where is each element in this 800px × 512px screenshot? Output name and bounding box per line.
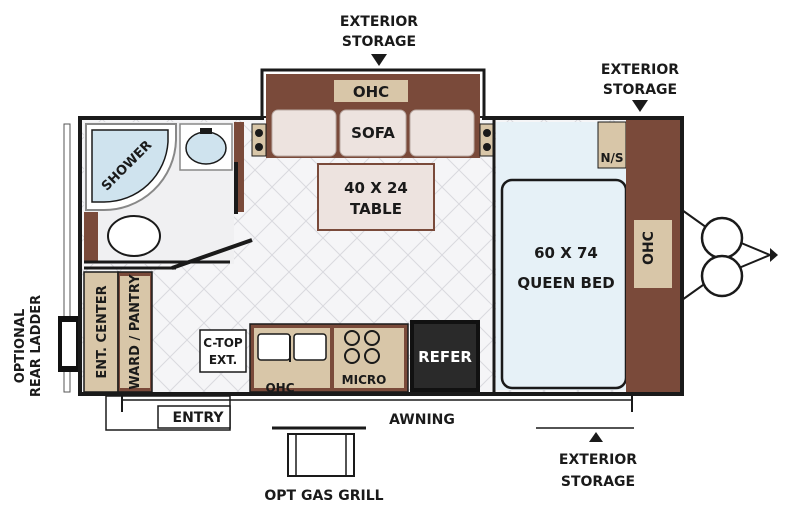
bedroom: 60 X 74 QUEEN BED N/S OHC	[492, 120, 680, 392]
ext-storage-bottom-1: EXTERIOR	[559, 452, 637, 468]
gas-grill-label: OPT GAS GRILL	[264, 488, 383, 504]
ohc-front-label: OHC	[641, 231, 657, 265]
sofa-label: SOFA	[351, 124, 395, 142]
rear-ladder	[58, 123, 80, 393]
bath-door	[171, 238, 253, 270]
kitchen-counter: OHC MICRO	[249, 323, 409, 395]
bath-wall-upper	[234, 122, 244, 212]
ext-storage-top-1: EXTERIOR	[340, 14, 418, 30]
sink	[185, 131, 227, 165]
burner-2	[364, 330, 380, 346]
lamp-left	[251, 123, 267, 157]
ohc-top-label-bg	[334, 80, 408, 102]
ext-storage-top-arrow	[371, 54, 387, 66]
burner-1	[344, 330, 360, 346]
ohc-front-label-bg	[634, 220, 672, 288]
entry-label: ENTRY	[173, 410, 225, 426]
ctop-ext-box	[199, 329, 247, 373]
table: 40 X 24 TABLE	[317, 163, 435, 231]
ward-pantry-label: WARD / PANTRY	[128, 274, 143, 390]
refrigerator: REFER	[410, 320, 480, 392]
entry-steps: ENTRY	[105, 395, 231, 431]
ohc-kitchen-label: OHC	[265, 381, 294, 395]
ladder-label-1: OPTIONAL	[13, 309, 28, 384]
ext-storage-top-2: STORAGE	[342, 34, 416, 50]
ladder-label-2: REAR LADDER	[29, 295, 44, 397]
ent-center-label: ENT. CENTER	[95, 285, 110, 378]
refer-label: REFER	[418, 348, 472, 366]
nightstand	[597, 121, 627, 169]
ext-storage-right-2: STORAGE	[603, 82, 677, 98]
bed-label-1: 60 X 74	[534, 244, 598, 262]
bathroom: SHOWER	[84, 123, 233, 264]
burner-3	[344, 348, 360, 364]
awning-label: AWNING	[389, 412, 455, 428]
ext-storage-bottom-2: STORAGE	[561, 474, 635, 490]
tire-upper	[700, 216, 744, 260]
lamp-right	[479, 123, 495, 157]
table-label-2: TABLE	[350, 200, 402, 218]
ext-storage-right-arrow	[632, 100, 648, 112]
ctop-label-1: C-TOP	[203, 336, 243, 350]
gas-grill: OPT GAS GRILL	[264, 426, 384, 504]
hitch	[681, 209, 778, 301]
tire-lower	[700, 254, 744, 298]
sofa: SOFA	[266, 108, 480, 158]
burner-4	[364, 348, 380, 364]
ent-center-cabinet: ENT. CENTER	[83, 271, 119, 393]
ns-label: N/S	[600, 151, 623, 165]
ctop-label-2: EXT.	[209, 353, 237, 367]
toilet	[107, 215, 161, 257]
ext-storage-bottom-arrow	[589, 432, 603, 442]
micro-label: MICRO	[342, 373, 387, 387]
ohc-top-label: OHC	[353, 83, 389, 101]
ext-storage-right-1: EXTERIOR	[601, 62, 679, 78]
bath-wall-post	[234, 162, 238, 214]
ward-pantry-cabinet: WARD / PANTRY	[117, 271, 153, 393]
table-label-1: 40 X 24	[344, 179, 408, 197]
bed-label-2: QUEEN BED	[517, 274, 614, 292]
